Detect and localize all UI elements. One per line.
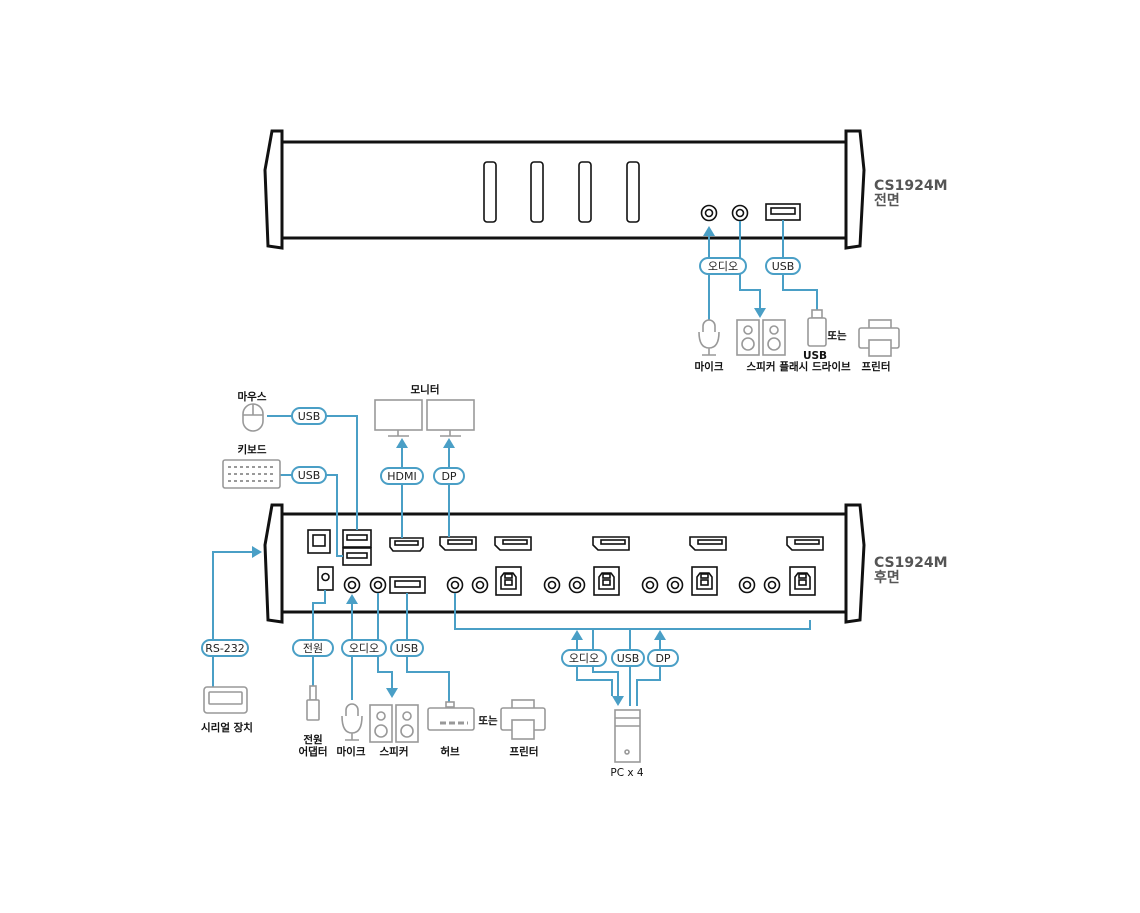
rear-printer-label: 프린터 bbox=[510, 745, 539, 758]
usb-hub-icon bbox=[427, 701, 475, 731]
printer-icon bbox=[858, 319, 900, 357]
front-peripherals: 마이크 스피커 USB 플래시 드라이브 또는 프린터 bbox=[695, 309, 900, 373]
mouse-usb-pill: USB bbox=[298, 410, 321, 423]
rear-usb-port bbox=[389, 576, 426, 594]
microphone-icon bbox=[698, 319, 720, 356]
keyboard-icon bbox=[222, 459, 281, 489]
power-pill: 전원 bbox=[303, 642, 323, 655]
front-speaker-jack bbox=[731, 204, 749, 222]
rear-mic-label: 마이크 bbox=[337, 745, 366, 758]
front-panel: CS1924M 전면 bbox=[263, 129, 948, 250]
monitor-icon bbox=[374, 399, 475, 437]
front-audio-pill: 오디오 bbox=[708, 260, 738, 273]
pc-label: PC x 4 bbox=[610, 767, 644, 779]
rear-usb-pill: USB bbox=[396, 642, 419, 655]
pc-usb-pill: USB bbox=[617, 652, 640, 665]
rs232-port bbox=[307, 529, 331, 554]
dp-in-port-1 bbox=[494, 536, 532, 551]
front-usb-pill: USB bbox=[772, 260, 795, 273]
dp-in-port-3 bbox=[689, 536, 727, 551]
rear-mic-jack bbox=[343, 576, 361, 594]
usb-b-port-3 bbox=[691, 566, 718, 596]
rear-panel: CS1924M 후면 bbox=[263, 503, 948, 624]
rear-model: CS1924M bbox=[874, 555, 948, 571]
front-mic-jack bbox=[700, 204, 718, 222]
dp-in-port-4 bbox=[786, 536, 824, 551]
front-usb-label: USB bbox=[803, 350, 827, 362]
speaker-icon bbox=[369, 704, 419, 743]
serial-device-label: 시리얼 장치 bbox=[201, 721, 253, 734]
dp-out-port bbox=[439, 536, 477, 551]
rear-cables: USB USB HDMI DP RS-232 전원 오디오 USB 오디오 US… bbox=[201, 407, 811, 706]
usb-b-port-2 bbox=[593, 566, 620, 596]
front-model: CS1924M bbox=[874, 178, 948, 194]
usb-b-port-1 bbox=[495, 566, 522, 596]
rear-speaker-jack bbox=[369, 576, 387, 594]
pc-dp-pill: DP bbox=[655, 652, 670, 665]
usb-b-port-4 bbox=[789, 566, 816, 596]
rs232-pill: RS-232 bbox=[205, 642, 245, 655]
rear-peripherals: 마우스 키보드 모니터 시리얼 장치 전원 어댑터 마이크 스피커 허브 또는 … bbox=[201, 383, 644, 779]
pc-tower-icon bbox=[614, 709, 641, 763]
front-flash-label: 플래시 드라이브 bbox=[779, 360, 851, 373]
usb-flash-drive-icon bbox=[807, 309, 827, 347]
keyboard-usb-pill: USB bbox=[298, 469, 321, 482]
pc-audio-pill: 오디오 bbox=[569, 652, 599, 665]
rear-side-label: 후면 bbox=[874, 569, 900, 586]
front-mic-label: 마이크 bbox=[695, 360, 724, 373]
adapter-label-2: 어댑터 bbox=[299, 745, 328, 758]
printer-icon bbox=[500, 699, 546, 740]
front-or-label: 또는 bbox=[827, 330, 847, 342]
rear-audio-pill: 오디오 bbox=[349, 642, 379, 655]
dp-pill: DP bbox=[441, 470, 456, 483]
adapter-label-1: 전원 bbox=[303, 733, 322, 746]
speaker-icon bbox=[736, 319, 786, 356]
serial-device-icon bbox=[203, 686, 248, 714]
mouse-label: 마우스 bbox=[238, 390, 267, 403]
port-select-buttons[interactable] bbox=[483, 161, 640, 223]
front-printer-label: 프린터 bbox=[862, 360, 891, 373]
front-side-label: 전면 bbox=[874, 192, 900, 209]
front-speaker-label: 스피커 bbox=[747, 360, 776, 373]
front-usb-port bbox=[765, 203, 801, 221]
power-jack bbox=[317, 566, 334, 591]
hub-label: 허브 bbox=[440, 745, 460, 758]
monitor-label: 모니터 bbox=[411, 383, 440, 396]
microphone-icon bbox=[341, 703, 363, 741]
hdmi-pill: HDMI bbox=[387, 470, 416, 483]
hdmi-out-port bbox=[389, 537, 424, 552]
front-cables: 오디오 USB bbox=[699, 220, 818, 320]
rear-speaker-label: 스피커 bbox=[380, 745, 409, 758]
console-usb-ports bbox=[342, 529, 372, 566]
rear-or-label: 또는 bbox=[478, 715, 498, 727]
power-adapter-icon bbox=[306, 685, 320, 721]
mouse-icon bbox=[242, 403, 264, 432]
keyboard-label: 키보드 bbox=[238, 443, 267, 456]
dp-in-port-2 bbox=[592, 536, 630, 551]
